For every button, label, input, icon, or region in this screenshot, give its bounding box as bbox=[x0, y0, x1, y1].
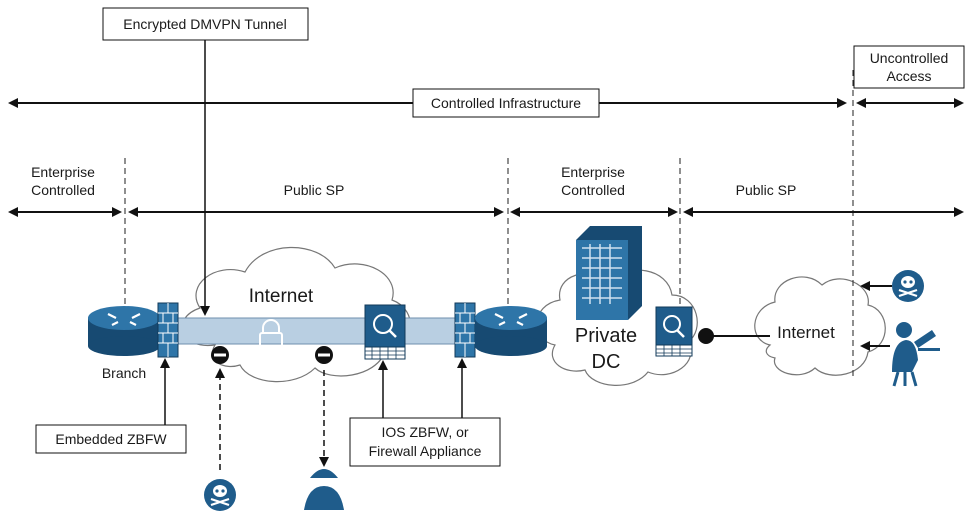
dc-router-icon bbox=[475, 306, 547, 356]
branch-firewall-icon bbox=[157, 302, 179, 358]
dmvpn-tunnel-band bbox=[174, 317, 476, 345]
internet-label-right: Internet bbox=[777, 323, 835, 342]
lock-icon bbox=[259, 319, 283, 348]
uncontrolled-box bbox=[853, 45, 965, 89]
controlled-infra-box bbox=[412, 88, 600, 118]
uncontrolled-label-2: Access bbox=[886, 68, 931, 84]
embedded-zbfw-label: Embedded ZBFW bbox=[55, 431, 167, 447]
enterprise-mid-label-1: Enterprise bbox=[561, 164, 625, 180]
ios-zbfw-box bbox=[349, 417, 501, 467]
embedded-zbfw-box bbox=[35, 424, 187, 454]
private-dc-label-1: Private bbox=[575, 325, 637, 347]
dc-edge-firewall-icon bbox=[454, 302, 476, 358]
hacker-laptop-icon bbox=[892, 322, 940, 387]
controlled-infra-label: Controlled Infrastructure bbox=[431, 95, 581, 111]
boundary-lines bbox=[124, 70, 854, 380]
skull-crossbones-icon-right bbox=[892, 270, 924, 302]
enterprise-mid-label-2: Controlled bbox=[561, 182, 625, 198]
dc-firewall-appliance-icon bbox=[655, 306, 693, 357]
tunnel-label: Encrypted DMVPN Tunnel bbox=[123, 16, 286, 32]
block-badge-left bbox=[211, 346, 229, 364]
public-sp-left-label: Public SP bbox=[284, 182, 345, 198]
ios-zbfw-label-1: IOS ZBFW, or bbox=[381, 424, 468, 440]
skull-crossbones-icon-bottom bbox=[204, 479, 236, 511]
private-dc-label-2: DC bbox=[592, 351, 621, 373]
branch-router-icon bbox=[88, 306, 160, 356]
branch-label: Branch bbox=[102, 365, 146, 381]
block-badge-right bbox=[315, 346, 333, 364]
ios-zbfw-label-2: Firewall Appliance bbox=[369, 443, 482, 459]
firewall-appliance-icon-mid bbox=[364, 304, 406, 360]
public-sp-right-label: Public SP bbox=[736, 182, 797, 198]
enterprise-left-label-2: Controlled bbox=[31, 182, 95, 198]
enterprise-left-label-1: Enterprise bbox=[31, 164, 95, 180]
uncontrolled-label-1: Uncontrolled bbox=[870, 50, 949, 66]
hacker-icon-bottom bbox=[304, 469, 344, 510]
datacenter-building-icon bbox=[576, 226, 642, 320]
internet-cloud-left bbox=[181, 246, 412, 383]
internet-label-left: Internet bbox=[249, 286, 314, 307]
